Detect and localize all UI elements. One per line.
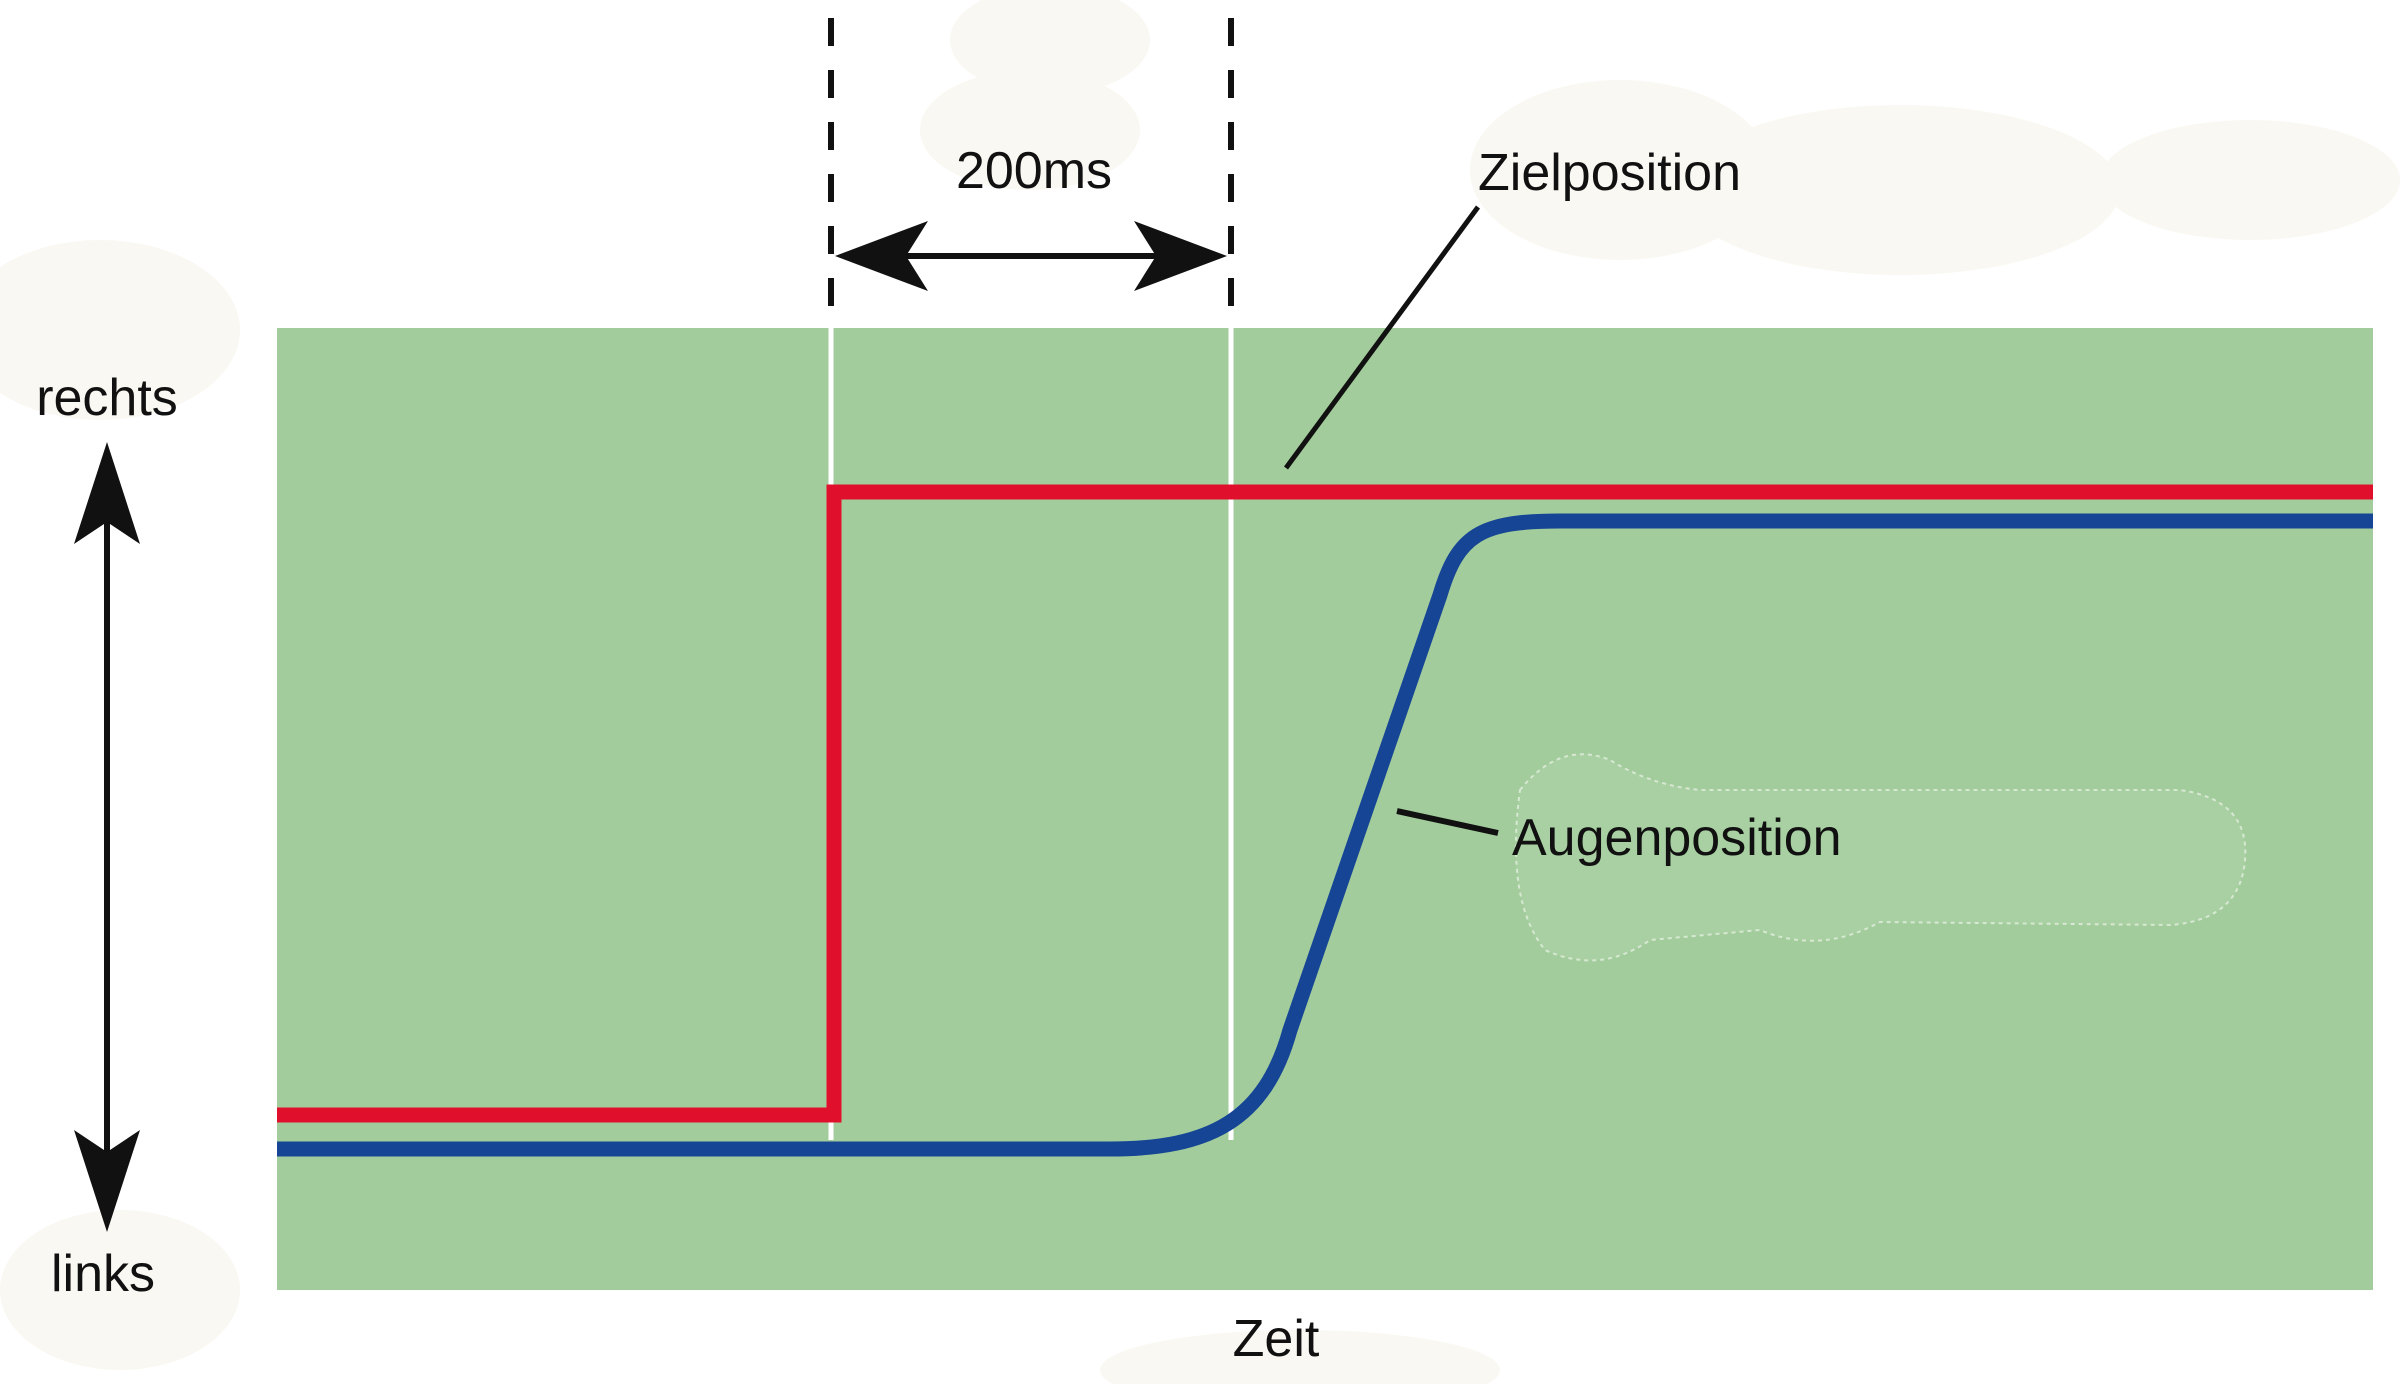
interval-arrow xyxy=(835,221,1227,291)
left-label: links xyxy=(51,1245,155,1303)
arrow-head-left-icon xyxy=(835,221,928,291)
interval-label: 200ms xyxy=(956,142,1112,200)
direction-arrow xyxy=(74,442,140,1232)
target-position-line xyxy=(277,484,2373,1123)
eye-leader-line xyxy=(1396,808,1499,836)
target-leader-line xyxy=(1283,205,1481,470)
arrow-head-right-icon xyxy=(1134,221,1227,291)
arrow-head-up-icon xyxy=(74,442,140,544)
right-label: rechts xyxy=(36,369,178,427)
target-label: Zielposition xyxy=(1478,144,1741,202)
arrow-head-down-icon xyxy=(74,1130,140,1232)
label-backdrop xyxy=(1514,753,2247,962)
time-axis-label: Zeit xyxy=(1233,1310,1320,1368)
eye-position-line xyxy=(277,513,2373,1157)
eye-label: Augenposition xyxy=(1512,809,1842,867)
